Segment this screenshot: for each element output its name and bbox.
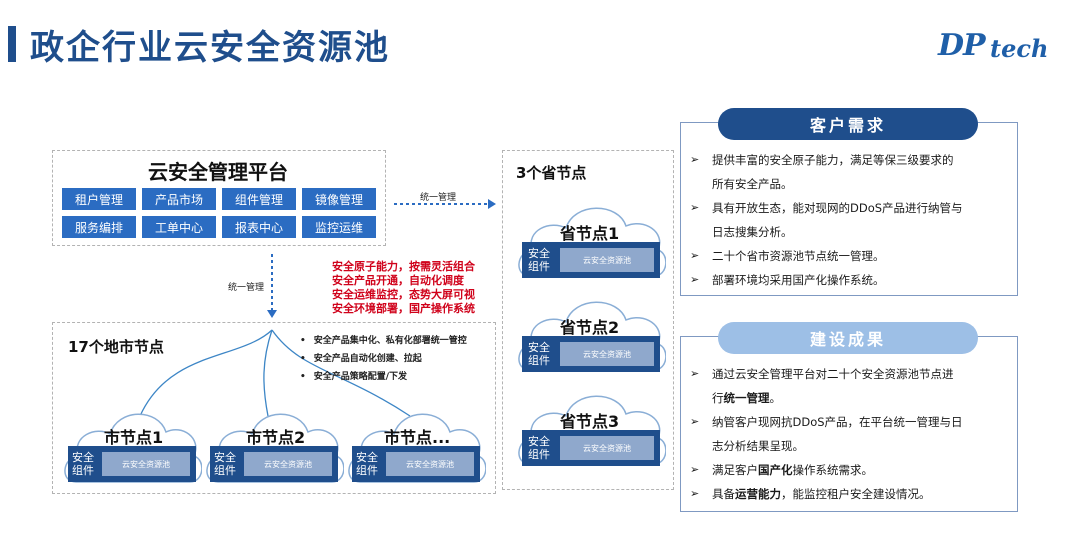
curve-to-city-node-1	[139, 329, 273, 417]
result-item-3-bold: 国产化	[758, 463, 793, 477]
capability-line-2: 安全产品开通，自动化调度	[332, 274, 464, 287]
province-node-2-name: 省节点2	[560, 318, 620, 337]
province-node-1-pool: 云安全资源池	[560, 248, 654, 272]
right-connector-label: 统一管理	[420, 193, 457, 203]
result-item-2: 纳管客户现网抗DDoS产品，在平台统一管理与日 志分析结果呈现。	[690, 410, 963, 458]
result-item-4-post: ，能监控租户安全建设情况。	[781, 487, 931, 501]
module-product-market: 产品市场	[142, 188, 216, 210]
result-item-1-post: 。	[769, 391, 782, 405]
demand-item-4: 部署环境均采用国产化操作系统。	[690, 268, 963, 292]
city-group-box	[52, 322, 496, 494]
result-item-3: 满足客户国产化操作系统需求。	[690, 458, 963, 482]
result-item-4: 具备运营能力，能监控租户安全建设情况。	[690, 482, 963, 506]
result-item-3-pre: 满足客户	[712, 463, 758, 477]
module-component-management: 组件管理	[222, 188, 296, 210]
province-section-label: 3个省节点	[516, 164, 587, 182]
module-image-management: 镜像管理	[302, 188, 376, 210]
province-node-3-name: 省节点3	[560, 412, 620, 431]
result-item-3-post: 操作系统需求。	[792, 463, 874, 477]
city-node-3-pool: 云安全资源池	[386, 452, 474, 476]
results-list: 通过云安全管理平台对二十个安全资源池节点进 行统一管理。 纳管客户现网抗DDoS…	[690, 362, 963, 506]
result-item-2-line-2: 志分析结果呈现。	[712, 439, 804, 453]
province-node-3: 省节点3 安全 组件 云安全资源池	[516, 384, 666, 468]
module-report-center: 报表中心	[222, 216, 296, 238]
city-node-1-name: 市节点1	[104, 428, 164, 447]
city-bullet-1: 安全产品集中化、私有化部署统一管控	[300, 332, 467, 350]
result-item-1-bold: 统一管理	[723, 391, 770, 405]
city-section-label: 17个地市节点	[68, 338, 164, 356]
component-text: 安全 组件	[72, 451, 94, 477]
result-item-1-line-2: 行统一管理。	[712, 386, 963, 410]
down-connector-label: 统一管理	[228, 283, 265, 293]
platform-title: 云安全管理平台	[148, 160, 288, 184]
down-arrow-head	[267, 310, 277, 318]
city-node-1-pool: 云安全资源池	[102, 452, 190, 476]
result-item-1: 通过云安全管理平台对二十个安全资源池节点进 行统一管理。	[690, 362, 963, 410]
city-bullet-2: 安全产品自动化创建、拉起	[300, 350, 467, 368]
province-node-2: 省节点2 安全 组件 云安全资源池	[516, 290, 666, 374]
capability-line-4: 安全环境部署，国产操作系统	[332, 302, 475, 315]
component-text: 安全 组件	[528, 247, 550, 273]
capabilities-text: 安全原子能力，按需灵活组合 安全产品开通，自动化调度 安全运维监控，态势大屏可视…	[332, 260, 475, 316]
demand-item-1-line-1: 提供丰富的安全原子能力，满足等保三级要求的	[712, 153, 954, 167]
demand-item-1-line-2: 所有安全产品。	[712, 177, 793, 191]
city-bullets: 安全产品集中化、私有化部署统一管控 安全产品自动化创建、拉起 安全产品策略配置/…	[300, 332, 467, 386]
city-bullet-3: 安全产品策略配置/下发	[300, 368, 467, 386]
province-node-1-name: 省节点1	[560, 224, 620, 243]
demand-panel-title: 客户需求	[718, 108, 978, 140]
result-item-2-line-1: 纳管客户现网抗DDoS产品，在平台统一管理与日	[712, 415, 963, 429]
component-text: 安全 组件	[356, 451, 378, 477]
capability-line-3: 安全运维监控，态势大屏可视	[332, 288, 475, 301]
result-item-1-line-1: 通过云安全管理平台对二十个安全资源池节点进	[712, 367, 954, 381]
component-text: 安全 组件	[528, 341, 550, 367]
module-service-orchestration: 服务编排	[62, 216, 136, 238]
result-item-4-pre: 具备	[712, 487, 735, 501]
city-node-3: 市节点... 安全 组件 云安全资源池	[346, 402, 486, 486]
province-node-3-component: 安全 组件	[528, 435, 550, 461]
city-node-1: 市节点1 安全 组件 云安全资源池	[62, 402, 202, 486]
demand-item-2-line-2: 日志搜集分析。	[712, 225, 793, 239]
component-text: 安全 组件	[528, 435, 550, 461]
dptech-logo: DP tech	[938, 26, 1058, 66]
capability-line-1: 安全原子能力，按需灵活组合	[332, 260, 475, 273]
platform-group-box	[52, 150, 386, 246]
demand-item-3-line-1: 二十个省市资源池节点统一管理。	[712, 249, 885, 263]
province-node-2-pool: 云安全资源池	[560, 342, 654, 366]
component-text: 安全 组件	[214, 451, 236, 477]
city-node-3-component: 安全 组件	[356, 451, 378, 477]
province-node-1-component: 安全 组件	[528, 247, 550, 273]
city-node-2-component: 安全 组件	[214, 451, 236, 477]
module-ticket-center: 工单中心	[142, 216, 216, 238]
city-node-2: 市节点2 安全 组件 云安全资源池	[204, 402, 344, 486]
result-item-1-pre: 行	[712, 391, 724, 405]
city-node-3-name: 市节点...	[384, 428, 451, 447]
results-panel-title: 建设成果	[718, 322, 978, 354]
province-node-3-pool: 云安全资源池	[560, 436, 654, 460]
city-node-1-component: 安全 组件	[72, 451, 94, 477]
right-arrow-head	[488, 199, 496, 209]
demand-item-2-line-1: 具有开放生态，能对现网的DDoS产品进行纳管与	[712, 201, 963, 215]
demand-item-4-line-1: 部署环境均采用国产化操作系统。	[712, 273, 885, 287]
logo-tech-text: tech	[990, 34, 1049, 63]
result-item-4-bold: 运营能力	[735, 487, 781, 501]
curve-to-city-node-2	[263, 329, 273, 417]
demand-item-3: 二十个省市资源池节点统一管理。	[690, 244, 963, 268]
city-node-2-name: 市节点2	[246, 428, 306, 447]
province-node-1: 省节点1 安全 组件 云安全资源池	[516, 196, 666, 280]
module-tenant-management: 租户管理	[62, 188, 136, 210]
page-title: 政企行业云安全资源池	[30, 28, 390, 68]
module-monitoring-ops: 监控运维	[302, 216, 376, 238]
province-node-2-component: 安全 组件	[528, 341, 550, 367]
title-accent-bar	[8, 26, 16, 62]
logo-dp-text: DP	[938, 28, 986, 63]
city-node-2-pool: 云安全资源池	[244, 452, 332, 476]
province-group-box	[502, 150, 674, 490]
